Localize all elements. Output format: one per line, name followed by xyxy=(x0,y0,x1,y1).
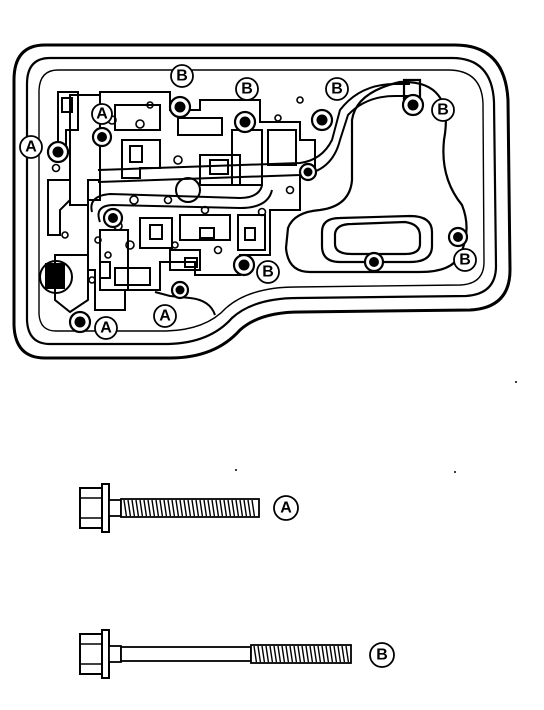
bolt-head-b-6 xyxy=(363,251,385,273)
valve-body xyxy=(47,91,316,314)
callout-b-1-label: B xyxy=(176,68,188,85)
bolt-head-a-center xyxy=(102,207,124,229)
callout-b-2-label: B xyxy=(241,81,253,98)
bolt-head-b-4 xyxy=(401,93,425,117)
legend-bolt-b: B xyxy=(369,642,395,668)
legend-bolt-b-label: B xyxy=(376,647,388,664)
callouts: A A A A B B B B xyxy=(19,64,477,340)
callout-b-2: B xyxy=(235,77,259,101)
bolt-head-a-top xyxy=(91,126,113,148)
callout-b-6: B xyxy=(256,260,280,284)
bolt-head-b-2 xyxy=(233,110,257,134)
fluid-pipes xyxy=(90,83,410,316)
scan-dots xyxy=(235,381,517,473)
bolt-head-b-1 xyxy=(168,95,192,119)
bolt-head-a-bottom xyxy=(170,280,190,300)
callout-b-5-label: B xyxy=(459,252,471,269)
callout-b-4-label: B xyxy=(437,102,449,119)
callout-b-3-label: B xyxy=(331,81,343,98)
bolt-head-b-3 xyxy=(310,108,334,132)
bolt-head-b-5 xyxy=(447,226,469,248)
callout-a-left-label: A xyxy=(25,139,37,156)
callout-b-1: B xyxy=(170,64,194,88)
callout-a-bottom-label: A xyxy=(159,308,171,325)
callout-b-6-label: B xyxy=(262,264,274,281)
solenoid xyxy=(39,177,201,294)
callout-b-5: B xyxy=(453,248,477,272)
legend-bolt-a-label: A xyxy=(280,500,292,517)
bolt-head-a-bottom-left xyxy=(68,310,92,334)
callout-a-bottom-left: A xyxy=(94,316,118,340)
bolt-head-b-7 xyxy=(232,253,256,277)
bolt-b-illustration xyxy=(79,629,352,679)
callout-b-4: B xyxy=(431,98,455,122)
callout-a-bottom: A xyxy=(153,304,177,328)
callout-a-top: A xyxy=(91,103,113,125)
bolt-a-illustration xyxy=(79,483,260,533)
bolt-head-b-8 xyxy=(298,162,318,182)
legend-bolt-a: A xyxy=(273,495,299,521)
detail-holes xyxy=(51,96,304,284)
oil-strainer xyxy=(284,78,468,274)
callout-a-bottom-left-label: A xyxy=(100,320,112,337)
housing-outline xyxy=(12,43,512,360)
callout-a-top-label: A xyxy=(96,106,108,123)
bolt-heads xyxy=(46,93,469,334)
bolt-head-a-left xyxy=(46,140,70,164)
callout-a-left: A xyxy=(19,135,43,159)
callout-b-3: B xyxy=(325,77,349,101)
